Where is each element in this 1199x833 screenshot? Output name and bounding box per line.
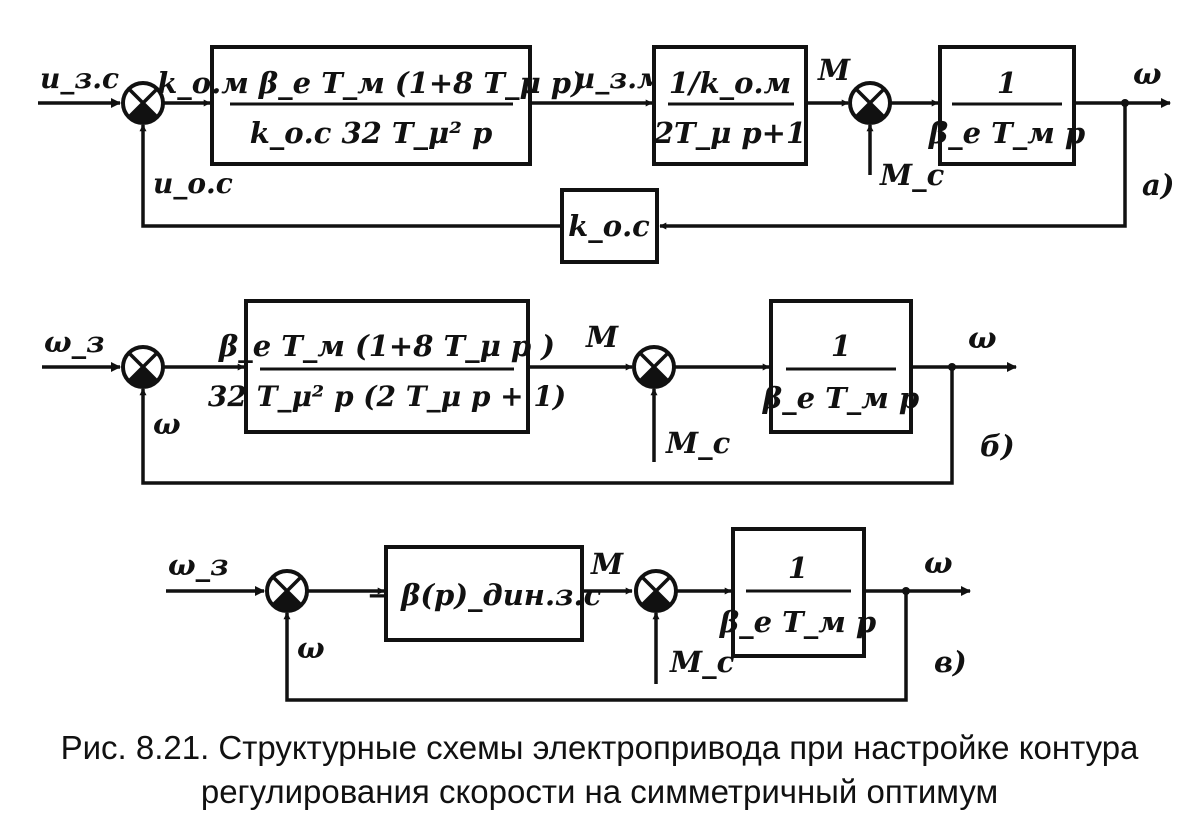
feedback-signal-label: ω	[297, 631, 325, 665]
figure-caption: Рис. 8.21. Структурные схемы электроприв…	[0, 726, 1199, 814]
output-label: ω	[968, 321, 997, 356]
diagram-b: ω_з β_e T_м (1+8 T_μ p ) 32 T_μ² p (2 T_…	[42, 299, 1017, 485]
mechanics-denominator: β_e T_м p	[762, 381, 919, 415]
feedback-path	[139, 367, 954, 485]
diagram-a: u_з.с k_о.м β_e T_м (1+8 T_μ p) k_о.с 32…	[38, 45, 1175, 264]
block-diagrams: u_з.с k_о.м β_e T_м (1+8 T_μ p) k_о.с 32…	[38, 45, 1175, 702]
feedback-gain-label: k_о.с	[568, 209, 650, 243]
mechanics-block	[769, 299, 913, 434]
input-label: u_з.с	[40, 62, 119, 95]
mechanics-numerator: 1	[788, 551, 808, 585]
mid-signal-label: u_з.м	[575, 62, 664, 95]
summing-junction	[848, 81, 892, 125]
output-label: ω	[924, 546, 953, 581]
load-torque-label: M_с	[879, 158, 945, 192]
panel-label: а)	[1142, 168, 1175, 202]
caption-line-2: регулирования скорости на симметричный о…	[200, 773, 999, 810]
current-loop-numerator: 1/k_о.м	[669, 66, 791, 100]
output-label: ω	[1133, 57, 1162, 92]
summing-junction	[265, 569, 309, 613]
summing-junction	[632, 345, 676, 389]
caption-line-1: Рис. 8.21. Структурные схемы электроприв…	[60, 729, 1139, 766]
mechanics-denominator: β_e T_м p	[719, 605, 876, 639]
regulator-numerator: k_о.м β_e T_м (1+8 T_μ p)	[157, 66, 585, 100]
open-loop-denominator: 32 T_μ² p (2 T_μ p + 1)	[208, 380, 566, 413]
input-label: ω_з	[44, 325, 105, 359]
feedback-path-return	[139, 124, 562, 228]
summing-junction	[121, 345, 165, 389]
feedback-gain-block	[560, 188, 659, 264]
open-loop-block	[244, 299, 530, 434]
mechanics-numerator: 1	[831, 329, 851, 363]
input-label: ω_з	[168, 548, 229, 582]
mechanics-numerator: 1	[997, 66, 1017, 100]
dynamic-block-label: − β(p)_дин.з.с	[367, 578, 602, 612]
load-torque-label: M_с	[665, 426, 731, 460]
load-torque-label: M_с	[669, 645, 735, 679]
panel-label: в)	[934, 645, 967, 679]
torque-label: M	[590, 547, 624, 581]
dynamic-block	[384, 545, 584, 642]
regulator-denominator: k_о.с 32 T_μ² p	[250, 116, 493, 150]
feedback-path	[659, 103, 1127, 230]
torque-label: M	[817, 53, 851, 87]
panel-label: б)	[980, 429, 1015, 463]
mechanics-denominator: β_e T_м p	[928, 116, 1085, 150]
open-loop-numerator: β_e T_м (1+8 T_μ p )	[218, 329, 555, 363]
summing-junction	[634, 569, 678, 613]
feedback-signal-label: u_о.с	[153, 167, 233, 200]
current-loop-denominator: 2T_μ p+1	[653, 116, 806, 150]
feedback-path	[283, 591, 908, 702]
feedback-signal-label: ω	[153, 407, 181, 441]
diagram-c: ω_з − β(p)_дин.з.с M M_с 1 β_e T_м p ω	[166, 527, 971, 702]
torque-label: M	[585, 320, 619, 354]
